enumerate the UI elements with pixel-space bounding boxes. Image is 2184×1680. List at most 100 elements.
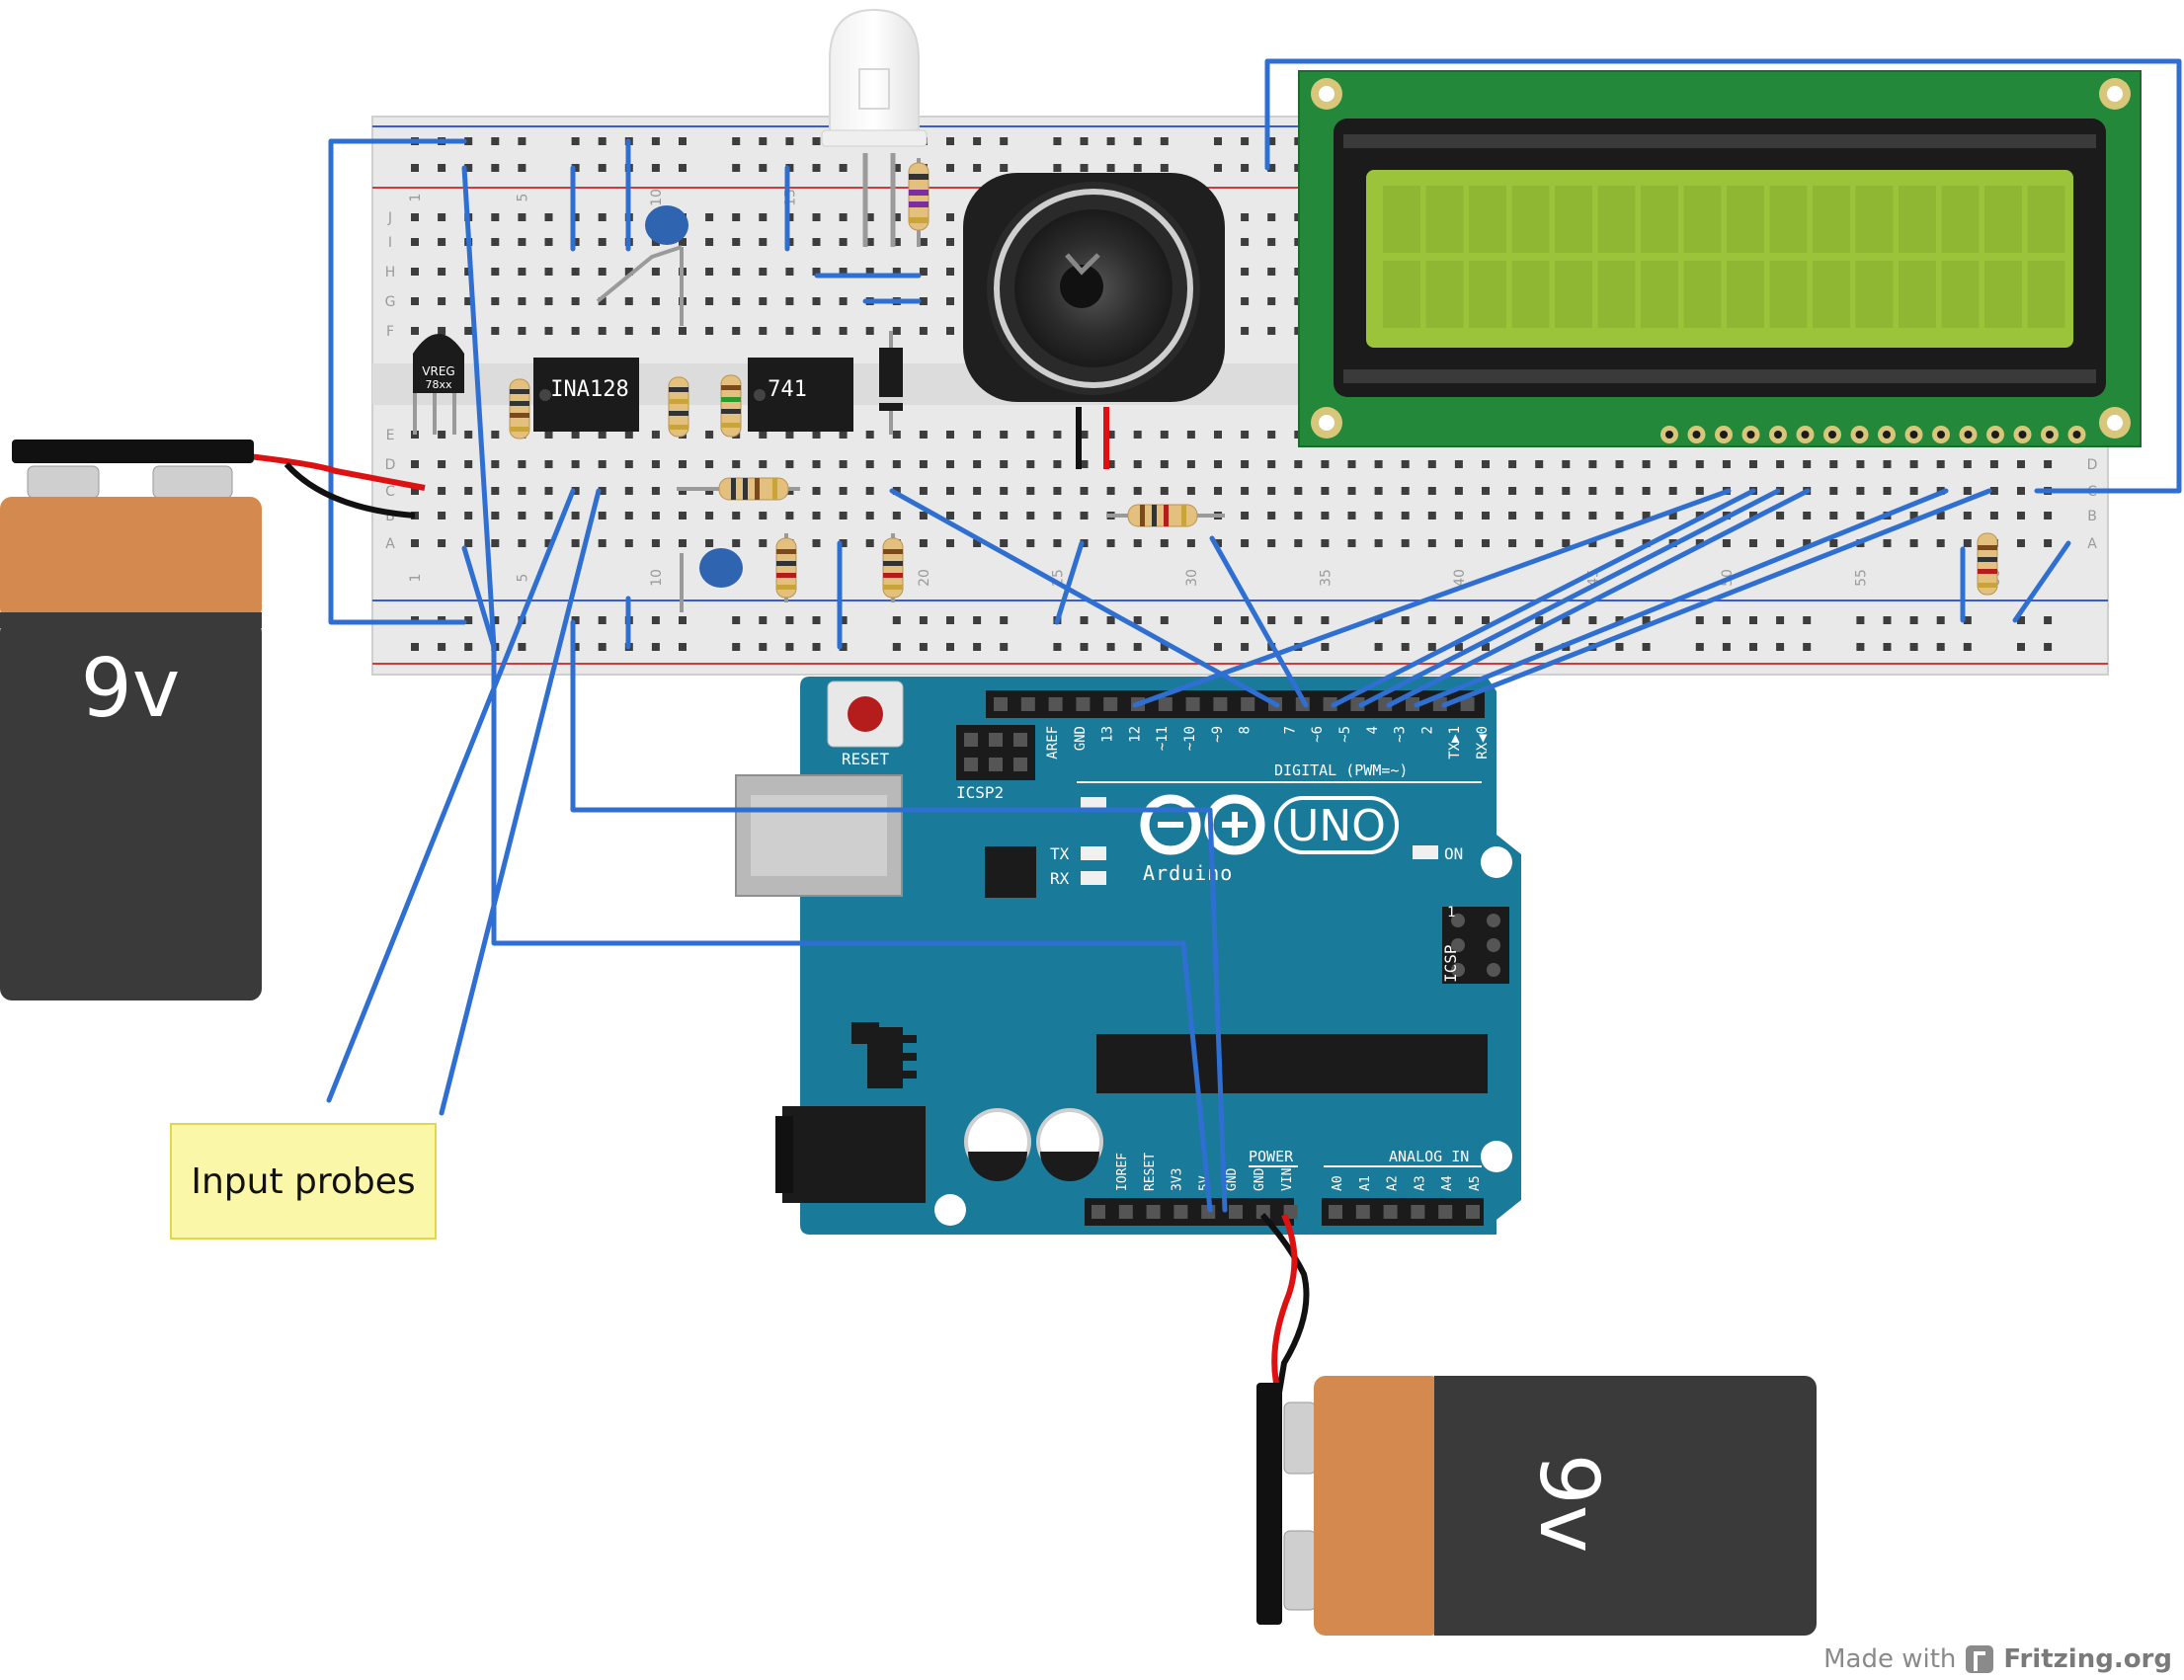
breadboard-hole — [438, 238, 446, 246]
rail-hole — [812, 616, 821, 624]
breadboard-hole — [651, 431, 660, 439]
row-letter: J — [387, 210, 392, 226]
lcd-cell — [1425, 261, 1464, 328]
breadboard-hole — [812, 460, 821, 468]
rail-hole — [1241, 643, 1250, 651]
resistor-r4 — [677, 477, 800, 501]
breadboard-hole — [812, 297, 821, 305]
breadboard-hole — [1588, 539, 1597, 547]
breadboard-hole — [1642, 460, 1651, 468]
breadboard-hole — [1080, 512, 1089, 520]
breadboard-hole — [1454, 512, 1463, 520]
breadboard-hole — [1374, 460, 1383, 468]
rail-hole — [1776, 616, 1785, 624]
breadboard-hole — [1186, 539, 1195, 547]
breadboard-hole — [1427, 512, 1436, 520]
row-letter: B — [385, 509, 395, 524]
digital-pin-label: 4 — [1365, 726, 1381, 734]
breadboard-hole — [491, 431, 500, 439]
rail-hole — [1080, 643, 1089, 651]
column-number: 5 — [515, 194, 530, 202]
breadboard-hole — [464, 297, 473, 305]
breadboard-hole — [411, 213, 419, 221]
breadboard-hole — [571, 431, 580, 439]
breadboard-hole — [491, 213, 500, 221]
lcd-cell — [1941, 261, 1980, 328]
digital-pin-label: ~6 — [1310, 726, 1326, 743]
rail-hole — [1133, 616, 1142, 624]
lcd-cell — [1683, 186, 1722, 253]
rail-hole — [1000, 616, 1009, 624]
header-hole — [1076, 697, 1091, 711]
tx-label: TX — [1050, 844, 1070, 863]
power-pin-label: 3V3 — [1171, 1168, 1185, 1191]
breadboard-hole — [759, 431, 768, 439]
analog-pin-label: A4 — [1440, 1175, 1455, 1191]
breadboard-hole — [892, 431, 901, 439]
rail-hole — [1000, 164, 1009, 172]
breadboard-hole — [1267, 539, 1276, 547]
rail-hole — [464, 137, 473, 145]
rail-hole — [1963, 643, 1972, 651]
header-hole — [1020, 697, 1035, 711]
breadboard-hole — [1856, 460, 1865, 468]
breadboard-hole — [1749, 539, 1757, 547]
breadboard-hole — [1668, 512, 1677, 520]
row-letter: G — [385, 294, 396, 310]
rail-hole — [1535, 643, 1544, 651]
breadboard-hole — [464, 460, 473, 468]
reset-label: RESET — [842, 750, 890, 768]
breadboard-hole — [865, 460, 874, 468]
power-jack — [782, 1106, 926, 1203]
breadboard-hole — [1267, 460, 1276, 468]
breadboard-hole — [1401, 460, 1410, 468]
rail-hole — [892, 643, 901, 651]
breadboard-hole — [946, 213, 954, 221]
icsp2-header — [956, 725, 1035, 780]
breadboard-hole — [1267, 238, 1276, 246]
breadboard-hole — [892, 327, 901, 335]
rail-hole — [1133, 164, 1142, 172]
breadboard-hole — [1080, 487, 1089, 495]
breadboard-hole — [973, 460, 982, 468]
rail-hole — [1642, 643, 1651, 651]
breadboard-hole — [679, 539, 687, 547]
breadboard-hole — [1026, 431, 1035, 439]
header-hole — [1350, 697, 1365, 711]
breadboard-hole — [1562, 460, 1571, 468]
breadboard-hole — [1026, 487, 1035, 495]
breadboard-hole — [732, 213, 741, 221]
arduino-uno-board: RESET ICSP2 TX RX UNO Arduino ON — [735, 677, 1521, 1235]
breadboard-hole — [1294, 539, 1303, 547]
rail-hole — [491, 137, 500, 145]
rail-hole — [1749, 616, 1757, 624]
rail-hole — [1454, 643, 1463, 651]
breadboard-hole — [785, 431, 794, 439]
rail-hole — [1294, 616, 1303, 624]
breadboard-hole — [1508, 460, 1517, 468]
rail-hole — [1160, 643, 1169, 651]
fritzing-footer: Made with Fritzing.org — [1823, 1644, 2172, 1674]
breadboard-hole — [1160, 539, 1169, 547]
digital-pin-label: TX▶1 — [1447, 726, 1463, 760]
breadboard-hole — [1989, 460, 1998, 468]
rail-hole — [1482, 643, 1490, 651]
lcd-cell — [1597, 186, 1636, 253]
breadboard-hole — [705, 460, 714, 468]
digital-label: DIGITAL (PWM=~) — [1274, 761, 1408, 779]
rail-hole — [1080, 164, 1089, 172]
breadboard-hole — [518, 512, 526, 520]
rail-hole — [1642, 616, 1651, 624]
rail-hole — [679, 643, 687, 651]
breadboard-hole — [1588, 487, 1597, 495]
breadboard-hole — [2017, 487, 2025, 495]
breadboard-hole — [1883, 460, 1892, 468]
rail-hole — [1401, 616, 1410, 624]
breadboard-hole — [785, 460, 794, 468]
breadboard-hole — [598, 512, 607, 520]
breadboard-hole — [919, 327, 928, 335]
breadboard-hole — [624, 487, 633, 495]
rail-hole — [571, 164, 580, 172]
breadboard-hole — [571, 327, 580, 335]
header-hole — [1411, 1205, 1425, 1219]
